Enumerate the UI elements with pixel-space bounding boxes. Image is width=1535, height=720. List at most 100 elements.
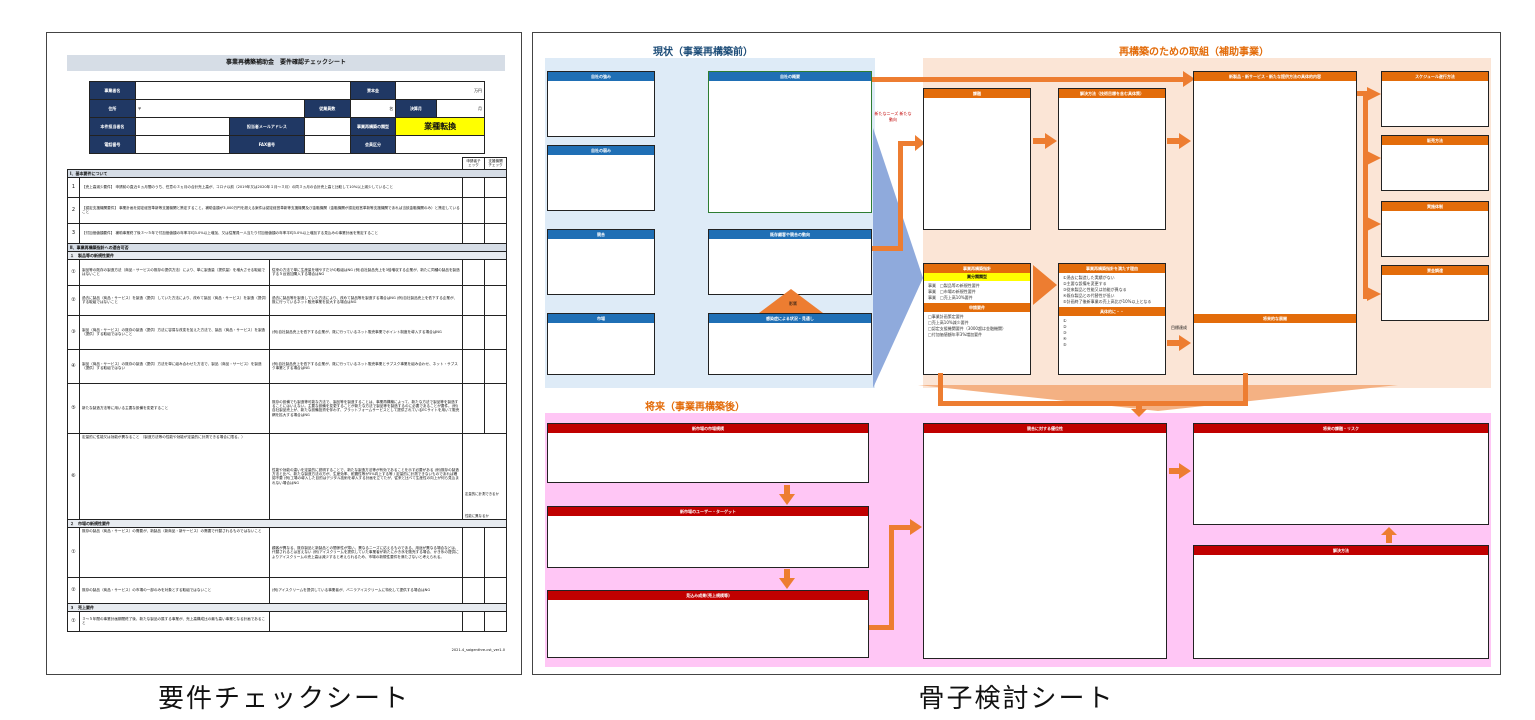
supporter-check[interactable] — [484, 382, 507, 434]
row-number: 1 — [67, 176, 80, 198]
sub-novelty-market: ２ 市場の新規性要件 — [67, 518, 507, 528]
address-value[interactable]: 〒 — [134, 99, 305, 118]
box-weakness[interactable]: 自社の弱み — [547, 145, 655, 211]
applicant-check[interactable] — [462, 196, 485, 224]
box-market[interactable]: 市場 — [547, 313, 655, 375]
concrete-item: ⑤ — [1063, 342, 1067, 347]
box-competition-title: 競合 — [548, 230, 654, 239]
reason-item: ⑤計画終了後新事業の売上高比が10%以上となる — [1063, 299, 1152, 304]
supporter-check[interactable] — [484, 576, 507, 604]
row-number: ① — [67, 610, 80, 632]
sub-check-a: 定量的に計測できるか — [465, 492, 499, 497]
arrow-customers-issue-h — [898, 141, 916, 146]
supporter-check[interactable] — [484, 196, 507, 224]
framework-sheet: 現状（事業再構築前） 再構築のための取組（補助事業） 将来（事業再構築後） 新た… — [532, 32, 1501, 675]
applicant-check[interactable] — [462, 348, 485, 384]
box-content[interactable]: 新製品・新サービス・新たな提供方法の具体的内容 将来的な展開 — [1193, 71, 1357, 375]
requirement-note: (例)アイスクリームを提供している事業者が、バニラアイスクリームに特化して提供す… — [269, 576, 463, 604]
applicant-check[interactable] — [462, 222, 485, 244]
applicant-check[interactable] — [462, 176, 485, 198]
box-result-title: 将来的な展開 — [1194, 314, 1356, 323]
requirement-note: 過去に製品等を製造していた方法により、改めて製品等を製造する場合はNG (例)自… — [269, 284, 463, 316]
checklist-caption: 要件チェックシート — [157, 684, 410, 714]
supporter-check[interactable] — [484, 176, 507, 198]
arrow-head — [1367, 151, 1381, 165]
requirement-note: 従来の方法で単に生産量を増やすだけの取組はNG (例)自社製品売上を3倍増収する… — [269, 258, 463, 286]
supporter-check[interactable] — [484, 222, 507, 244]
contact-value[interactable] — [134, 117, 230, 136]
applicant-check[interactable] — [462, 314, 485, 350]
supporter-check[interactable] — [484, 284, 507, 316]
requirement-text: 過去に製品（商品・サービス）を製造（提供）していた方法により、改めて製品（商品・… — [79, 284, 270, 316]
requirement-label: 申請要件 — [924, 303, 1030, 312]
box-advantage[interactable]: 競合に対する優位性 — [923, 423, 1167, 659]
arrow-down-spine — [938, 373, 943, 403]
arrow-down-spine2 — [1243, 373, 1248, 403]
box-content-title: 新製品・新サービス・新たな提供方法の具体的内容 — [1194, 72, 1356, 81]
company-value[interactable] — [134, 81, 351, 100]
box-overview-title: 自社の概要 — [709, 72, 871, 81]
box-solution-title: 解決方法（技術目標を含む具体策） — [1059, 89, 1165, 98]
applicant-info-table: 事業者名 資本金 万円 住所 〒 従業員数 名 決算月 月 本件担当者名 担当者… — [89, 81, 486, 154]
box-schedule-title: スケジュール遂行方法 — [1382, 72, 1488, 81]
applicant-check[interactable] — [462, 526, 485, 578]
box-funding-title: 資金調達 — [1382, 266, 1488, 275]
row-number: ② — [67, 284, 80, 316]
checklist-table: 申請者チェック 支援機関チェック Ⅰ、基本要件について 1 【売上高減少要件】 … — [67, 157, 507, 632]
box-competition[interactable]: 競合 — [547, 229, 655, 295]
box-strength[interactable]: 自社の強み — [547, 71, 655, 137]
fax-value[interactable] — [303, 135, 351, 154]
box-results-title: 見込み成果(売上規模等) — [548, 591, 868, 600]
applicant-check[interactable] — [462, 382, 485, 434]
box-results[interactable]: 見込み成果(売上規模等) — [547, 590, 869, 658]
box-issue-title: 課題 — [924, 89, 1030, 98]
row-number: ② — [67, 576, 80, 604]
box-schedule[interactable]: スケジュール遂行方法 — [1381, 71, 1489, 127]
supporter-check[interactable] — [484, 348, 507, 384]
applicant-check[interactable] — [462, 576, 485, 604]
requirement-text: 【売上高減少要件】 申請前の直近６ヵ月間のうち、任意の３ヵ月の合計売上高が、コロ… — [79, 176, 463, 198]
box-structure[interactable]: 実施体制 — [1381, 201, 1489, 257]
box-users[interactable]: 新市場のユーザー・ターゲット — [547, 506, 869, 568]
supporter-check[interactable] — [484, 258, 507, 286]
row-number: 2 — [67, 196, 80, 224]
requirement-item: □認定支援機関要件（3000超は金融機関） — [928, 326, 1006, 331]
guideline-type-list: 事業 □製品等の新規性要件 事業 □市場の新規性要件 事業 □売上高10%要件 — [924, 281, 1030, 303]
row-number: ④ — [67, 348, 80, 384]
applicant-check[interactable] — [462, 258, 485, 286]
arrow-guideline-reason — [1033, 265, 1057, 305]
applicant-check-header: 申請者チェック — [462, 157, 485, 170]
supporter-check[interactable] — [484, 610, 507, 632]
plan-title: 再構築のための取組（補助事業） — [1119, 47, 1269, 58]
arrow-users-results — [779, 569, 795, 589]
box-sales[interactable]: 販売方法 — [1381, 135, 1489, 191]
category-value[interactable] — [395, 135, 485, 154]
box-issue[interactable]: 課題 — [923, 88, 1031, 230]
row-number: ① — [67, 526, 80, 578]
box-environment[interactable]: 感染症による状況・見通し — [708, 313, 872, 375]
applicant-check[interactable] — [462, 284, 485, 316]
box-guideline[interactable]: 事業再構築指針 業分類類型 事業 □製品等の新規性要件 事業 □市場の新規性要件… — [923, 263, 1031, 375]
requirement-note — [269, 610, 463, 632]
box-funding[interactable]: 資金調達 — [1381, 265, 1489, 321]
contact-label: 本件担当者名 — [89, 117, 136, 136]
concrete-item: ④ — [1063, 336, 1067, 341]
box-solution[interactable]: 解決方法（技術目標を含む具体策） — [1058, 88, 1166, 230]
type-value[interactable]: 業種転換 — [395, 117, 485, 136]
box-reason[interactable]: 事業再構築指針を満たす理由 ①過去に製造した実績がない ②主要な設備を変更する … — [1058, 263, 1166, 375]
contact-email-value[interactable] — [303, 117, 351, 136]
box-market-info[interactable]: 新市場の市場規模 — [547, 423, 869, 483]
supporter-check[interactable] — [484, 314, 507, 350]
applicant-check[interactable] — [462, 610, 485, 632]
requirement-text: 製品（商品・サービス）の既存の製造（提供）方法を単に組み合わせた方法で、製品（商… — [79, 348, 270, 384]
phone-value[interactable] — [134, 135, 230, 154]
supporter-check[interactable] — [484, 526, 507, 578]
concrete-item: ② — [1063, 324, 1067, 329]
box-customers[interactable]: 既存顧客や競合の動向 — [708, 229, 872, 295]
box-resolve[interactable]: 解決方法 — [1193, 545, 1489, 659]
box-overview[interactable]: 自社の概要 — [708, 71, 872, 213]
requirement-text: 【認定支援機関要件】 事業計画を認定経営革新等支援機関と策定すること。補助金額が… — [79, 196, 463, 224]
box-resolve-title: 解決方法 — [1194, 546, 1488, 555]
box-challenges[interactable]: 将来の課題・リスク — [1193, 423, 1489, 525]
arrow-down-head — [1131, 403, 1147, 417]
